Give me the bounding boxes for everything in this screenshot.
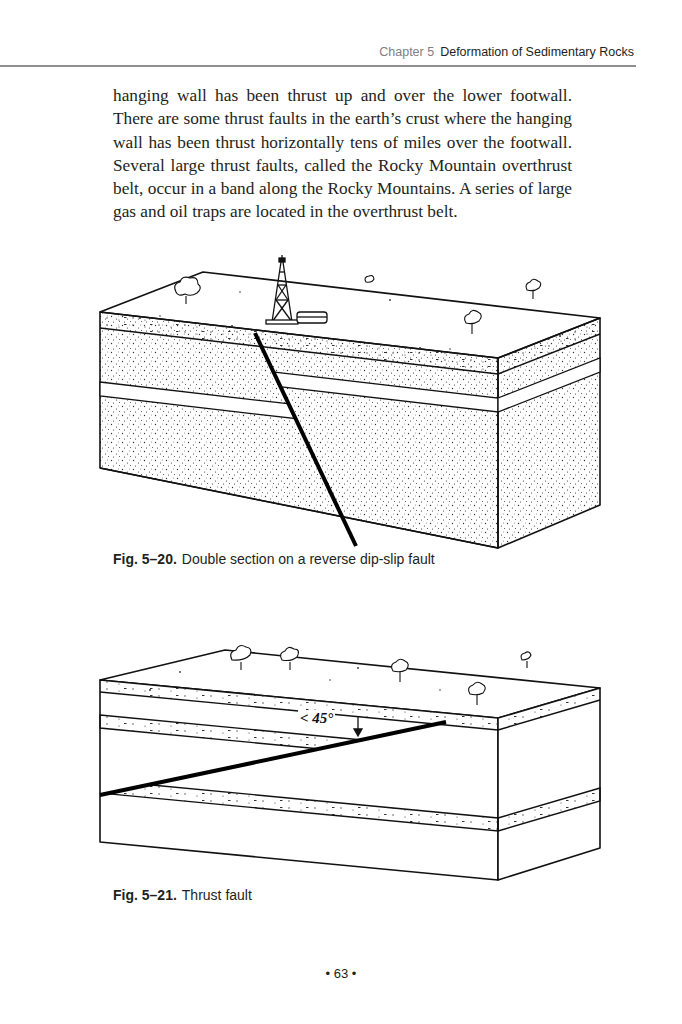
figure-caption-text: Thrust fault bbox=[182, 887, 252, 903]
page-number: • 63 • bbox=[326, 966, 357, 981]
figure-number: Fig. 5–20. bbox=[113, 551, 177, 567]
figure-number: Fig. 5–21. bbox=[113, 887, 177, 903]
figure-caption-text: Double section on a reverse dip-slip fau… bbox=[182, 551, 435, 567]
angle-callout: < 45° bbox=[298, 709, 335, 727]
angle-label: < 45° bbox=[298, 710, 335, 727]
figure-caption: Fig. 5–21. Thrust fault bbox=[113, 887, 252, 903]
chapter-title: Deformation of Sedimentary Rocks bbox=[440, 45, 634, 59]
chapter-number: Chapter 5 bbox=[379, 45, 434, 59]
running-head: Chapter 5 Deformation of Sedimentary Rock… bbox=[379, 45, 634, 59]
page-footer: • 63 • bbox=[0, 966, 682, 981]
body-paragraph: hanging wall has been thrust up and over… bbox=[113, 84, 572, 224]
figure-caption: Fig. 5–20. Double section on a reverse di… bbox=[113, 551, 435, 567]
text-block: hanging wall has been thrust up and over… bbox=[113, 84, 572, 224]
